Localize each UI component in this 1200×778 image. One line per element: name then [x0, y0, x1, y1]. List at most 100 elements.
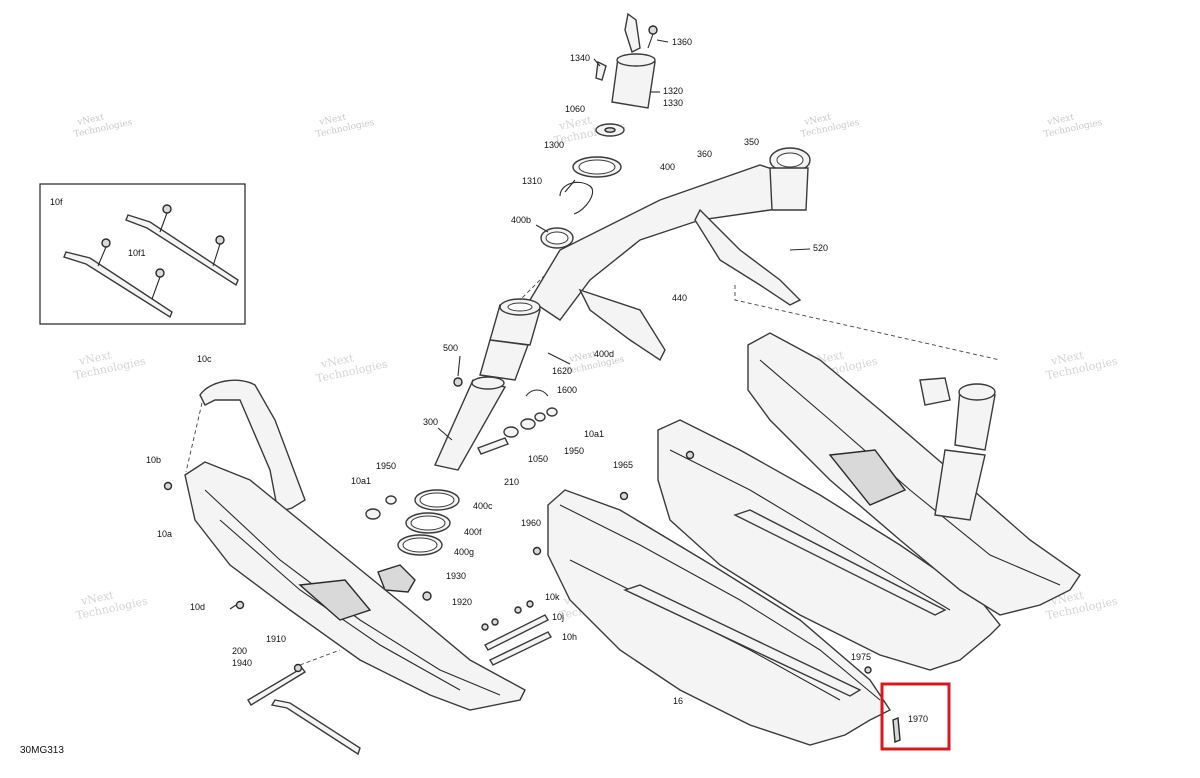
bolt-200: [247, 667, 307, 706]
ski-body-right-upper: [747, 332, 1081, 616]
label-360: 360: [697, 149, 712, 159]
clip-1310: [559, 181, 594, 215]
label-1950-right: 1950: [564, 446, 584, 456]
label-10a: 10a: [157, 529, 172, 539]
label-1910: 1910: [266, 634, 286, 644]
bolt-10b-icon: [163, 481, 173, 491]
nut-1360-icon: [648, 25, 658, 35]
ski-body-10a: [184, 461, 526, 711]
label-10a1-left: 10a1: [351, 476, 371, 486]
label-400g: 400g: [454, 547, 474, 557]
bolt-icon: [491, 618, 499, 626]
watermark: vNext Technologies: [73, 112, 134, 139]
bracket-1320: [624, 12, 641, 53]
ski-right: [657, 332, 1081, 671]
nut-1910-icon: [293, 663, 303, 673]
watermark: vNext Technologies: [800, 112, 861, 139]
ski-left: [163, 379, 526, 756]
bolt-1960-icon: [532, 546, 542, 556]
label-10f: 10f: [50, 197, 63, 207]
label-1970: 1970: [908, 714, 928, 724]
label-1310: 1310: [522, 176, 542, 186]
nut-icon: [101, 238, 111, 248]
label-400d: 400d: [594, 349, 614, 359]
bolt-icon: [685, 450, 695, 460]
bushing-1050: [503, 426, 519, 438]
ski-body-16: [547, 489, 892, 746]
watermark: vNext Technologies: [1045, 348, 1119, 382]
label-1300: 1300: [544, 140, 564, 150]
ski-body-right-lower: [657, 419, 1001, 671]
label-1920: 1920: [452, 597, 472, 607]
runner-lower: [63, 251, 173, 319]
label-210: 210: [504, 477, 519, 487]
label-1940: 1940: [232, 658, 252, 668]
label-400f: 400f: [464, 527, 482, 537]
label-1050: 1050: [528, 454, 548, 464]
shaft-300: [434, 379, 507, 471]
runner-left: [270, 699, 361, 756]
watermark: vNext Technologies: [315, 351, 389, 385]
bolt-1340: [595, 60, 607, 81]
watermark: vNext Technologies: [1043, 112, 1104, 139]
bolt-10k-icon: [514, 606, 522, 614]
clip-1600: [525, 389, 549, 397]
label-1965: 1965: [613, 460, 633, 470]
label-500: 500: [443, 343, 458, 353]
diagram-code: 30MG313: [20, 745, 64, 756]
label-1930: 1930: [446, 571, 466, 581]
label-10j: 10j: [552, 612, 564, 622]
label-16: 16: [673, 696, 683, 706]
label-400b: 400b: [511, 215, 531, 225]
shaft-assembly: [365, 352, 571, 601]
label-10b: 10b: [146, 455, 161, 465]
label-520: 520: [813, 243, 828, 253]
label-1975: 1975: [851, 652, 871, 662]
label-10f1: 10f1: [128, 248, 146, 258]
plate-10h: [489, 631, 552, 666]
watermark: vNext Technologies: [75, 588, 149, 622]
label-1320: 1320: [663, 86, 683, 96]
label-10d: 10d: [190, 602, 205, 612]
label-400c: 400c: [473, 501, 493, 511]
pin-210: [477, 437, 509, 455]
bolt-1965-icon: [619, 491, 629, 501]
label-1330: 1330: [663, 98, 683, 108]
label-10c: 10c: [197, 354, 212, 364]
handle-10c: [199, 379, 306, 513]
highlight-box-1970: [880, 682, 951, 751]
label-400: 400: [660, 162, 675, 172]
label-10h: 10h: [562, 632, 577, 642]
label-200: 200: [232, 646, 247, 656]
label-1600: 1600: [557, 385, 577, 395]
plate-400d: [578, 288, 666, 362]
nut-icon: [215, 235, 225, 245]
label-10a1-right: 10a1: [584, 429, 604, 439]
nut-icon: [162, 204, 172, 214]
bolt-10k-icon: [526, 600, 534, 608]
ski-middle: [481, 489, 901, 746]
watermark: vNext Technologies: [73, 348, 147, 382]
screw-1970-icon: [892, 717, 901, 743]
nut-500-icon: [453, 377, 463, 387]
label-1620: 1620: [552, 366, 572, 376]
bolt-10d-icon: [235, 600, 245, 610]
nut-icon: [155, 268, 165, 278]
bolt-icon: [481, 623, 489, 631]
bumper-1930: [377, 564, 416, 593]
label-350: 350: [744, 137, 759, 147]
label-1360: 1360: [672, 37, 692, 47]
watermark: vNext Technologies: [315, 112, 376, 139]
label-1960: 1960: [521, 518, 541, 528]
washer-1950: [534, 412, 546, 422]
bolt-1975-icon: [864, 666, 872, 674]
label-1950-left: 1950: [376, 461, 396, 471]
label-1340: 1340: [570, 53, 590, 63]
label-1060: 1060: [565, 104, 585, 114]
label-10k: 10k: [545, 592, 560, 602]
nut-1920-icon: [422, 591, 432, 601]
label-440: 440: [672, 293, 687, 303]
steering-assembly: [479, 12, 1001, 381]
plate-10j: [484, 614, 549, 651]
